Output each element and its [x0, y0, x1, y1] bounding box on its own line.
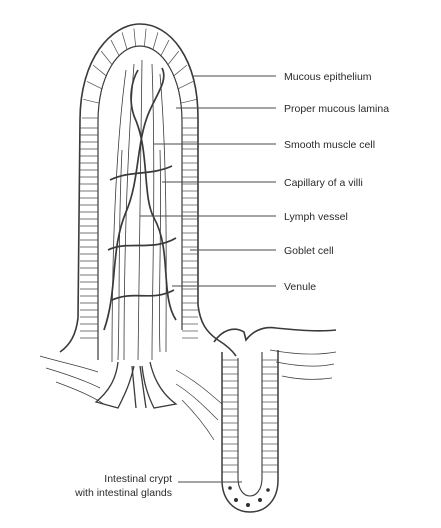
lamina-fibres	[112, 60, 166, 362]
label-lymph-vessel: Lymph vessel	[284, 211, 348, 223]
crypt-cells	[222, 360, 278, 472]
labels: Mucous epithelium Proper mucous lamina S…	[74, 71, 389, 499]
label-smooth-muscle-cell: Smooth muscle cell	[284, 139, 375, 151]
epithelial-cell-divider-apex	[93, 65, 106, 76]
epithelial-cell-divider-apex	[174, 65, 187, 76]
intestinal-crypt	[214, 328, 336, 512]
epithelial-cell-divider-apex	[178, 81, 193, 88]
label-intestinal-crypt-line1: Intestinal crypt	[104, 473, 172, 485]
epithelial-cell-divider-apex	[134, 28, 136, 46]
epithelial-cell-divider-apex	[168, 51, 179, 64]
epithelial-cell-divider-apex	[83, 99, 99, 103]
label-goblet-cell: Goblet cell	[284, 245, 334, 257]
crypt-outer-wall	[214, 328, 336, 342]
label-venule: Venule	[284, 281, 316, 293]
epithelial-cell-divider-apex	[122, 32, 127, 49]
label-proper-mucous-lamina: Proper mucous lamina	[284, 103, 389, 115]
label-mucous-epithelium: Mucous epithelium	[284, 71, 372, 83]
crypt-inner-wall	[238, 352, 262, 496]
epithelial-cell-divider-apex	[144, 28, 146, 46]
submucosa-hatching	[40, 350, 336, 440]
villus-outer-wall	[60, 24, 236, 356]
leader-lines	[140, 76, 276, 482]
epithelial-cell-divider-apex	[153, 32, 158, 49]
epithelial-cell-divider-apex	[87, 81, 102, 88]
label-intestinal-crypt-line2: with intestinal glands	[74, 487, 172, 499]
epithelial-cell-divider-apex	[181, 99, 197, 103]
epithelial-cell-divider-apex	[161, 40, 169, 56]
epithelial-cell-divider-apex	[111, 40, 119, 56]
crypt-nuclei	[228, 486, 270, 507]
villus-illustration	[40, 24, 336, 440]
epithelial-cell-divider-apex	[101, 51, 112, 64]
villus-stem	[96, 362, 176, 408]
label-capillary-of-villi: Capillary of a villi	[284, 177, 363, 189]
